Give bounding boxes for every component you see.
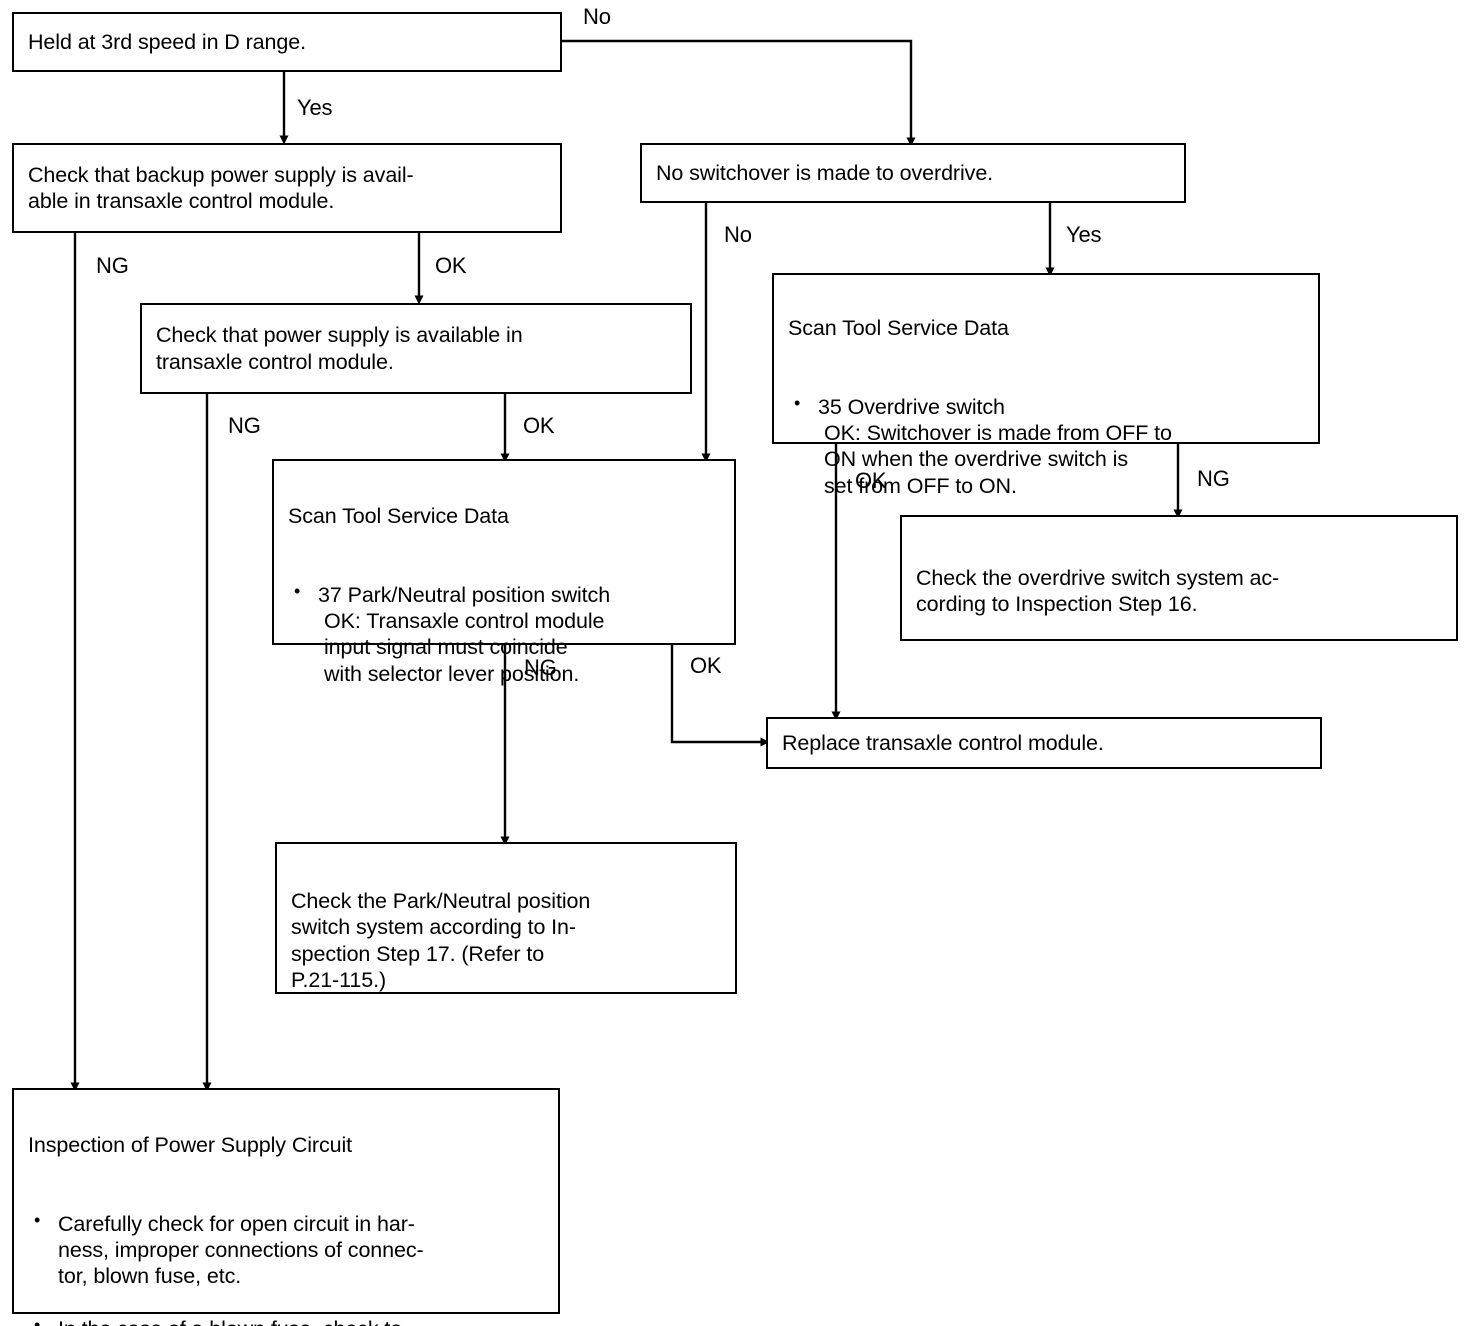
node-scan-tool-35[interactable]: Scan Tool Service Data 35 Overdrive swit… [772,273,1320,498]
edge-held-no [562,39,916,147]
node-check-backup-power-text: Check that backup power supply is avail-… [28,162,414,213]
node-scan-tool-37-title: Scan Tool Service Data [288,504,509,529]
node-replace-transaxle-control-module[interactable]: Replace transaxle control module. [766,717,1322,769]
edge-label-held-no: No [583,4,611,29]
node-no-switchover-text: No switchover is made to overdrive. [656,160,994,185]
edge-label-scan35-ng: NG [1197,466,1230,491]
node-scan-tool-37-bullet-text: 37 Park/Neutral position switch [318,582,611,607]
node-check-power-supply[interactable]: Check that power supply is available in … [140,303,692,394]
node-check-power-supply-text: Check that power supply is available in … [156,323,523,374]
edge-label-power-ok: OK [523,413,555,438]
node-check-backup-power[interactable]: Check that backup power supply is avail-… [12,143,562,233]
edge-label-backup-ng: NG [96,253,129,278]
edge-label-power-ng: NG [228,413,261,438]
edge-label-scan37-ng: NG [524,655,557,680]
edge-label-scan37-ok: OK [690,653,722,678]
node-held-at-3rd-speed[interactable]: Held at 3rd speed in D range. [12,12,562,72]
edge-label-switchover-yes: Yes [1066,222,1102,247]
node-inspection-power-supply-circuit-bullets: Carefully check for open circuit in har-… [28,1185,544,1326]
node-scan-tool-35-bullet-sub: OK: Switchover is made from OFF to ON wh… [824,421,1172,498]
node-replace-transaxle-control-module-text: Replace transaxle control module. [782,730,1104,755]
node-check-overdrive-switch-system[interactable]: Check the overdrive switch system ac- co… [900,515,1458,641]
node-scan-tool-35-title: Scan Tool Service Data [788,316,1009,341]
edge-label-backup-ok: OK [435,253,467,278]
node-inspection-bullet-2-text: In the case of a blown fuse, check to lo… [58,1317,423,1326]
node-scan-tool-35-bullet-text: 35 Overdrive switch [818,394,1005,419]
node-held-at-3rd-speed-text: Held at 3rd speed in D range. [28,29,306,54]
node-check-park-neutral-switch-system-text: Check the Park/Neutral position switch s… [291,889,591,992]
node-scan-tool-37[interactable]: Scan Tool Service Data 37 Park/Neutral p… [272,459,736,686]
node-inspection-bullet-2: In the case of a blown fuse, check to lo… [28,1315,544,1326]
node-inspection-bullet-1: Carefully check for open circuit in har-… [28,1210,544,1290]
node-inspection-power-supply-circuit[interactable]: Inspection of Power Supply Circuit Caref… [12,1088,560,1326]
edge-label-held-yes: Yes [297,95,333,120]
node-check-overdrive-switch-system-text: Check the overdrive switch system ac- co… [916,566,1280,617]
node-inspection-power-supply-circuit-title: Inspection of Power Supply Circuit [28,1133,353,1158]
node-check-park-neutral-switch-system[interactable]: Check the Park/Neutral position switch s… [275,842,737,994]
node-no-switchover[interactable]: No switchover is made to overdrive. [640,143,1186,203]
edge-label-switchover-no: No [724,222,752,247]
node-inspection-bullet-1-text: Carefully check for open circuit in har-… [58,1211,424,1289]
edge-label-scan35-ok: OK [855,468,887,493]
node-scan-tool-37-bullet-sub: OK: Transaxle control module input signa… [324,609,605,686]
